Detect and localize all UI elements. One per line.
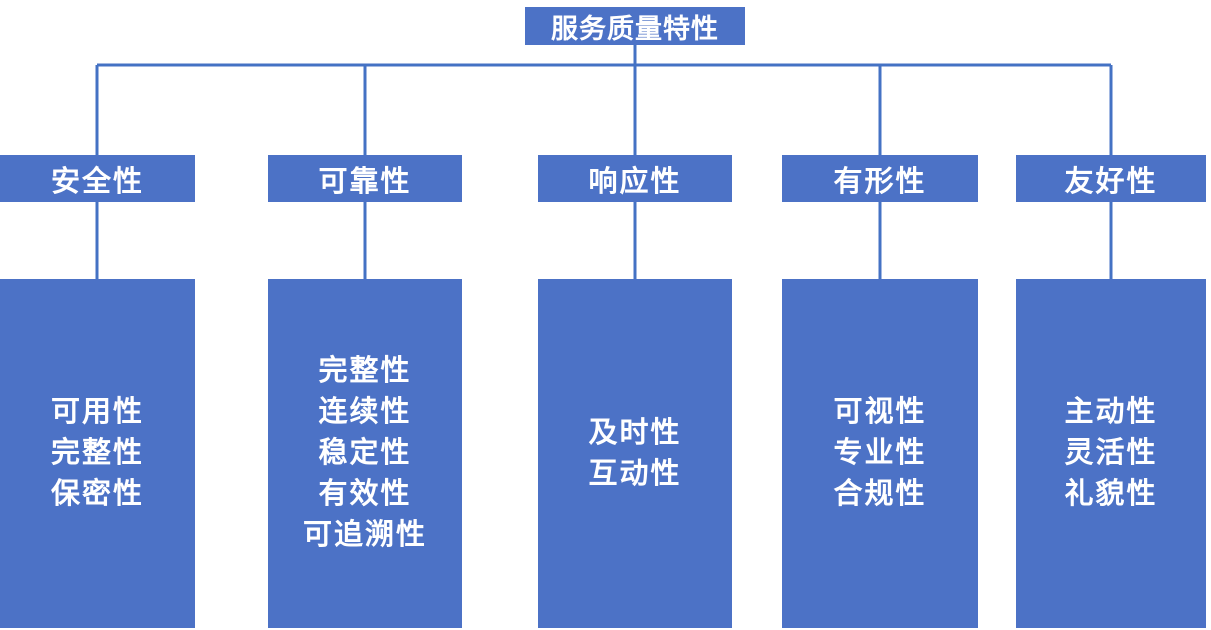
branch-header-2: 可靠性	[268, 155, 462, 202]
branch-items-box-5: 主动性 灵活性 礼貌性	[1016, 279, 1206, 628]
branch-items-box-3: 及时性 互动性	[538, 279, 732, 628]
branch-items-box-2: 完整性 连续性 稳定性 有效性 可追溯性	[268, 279, 462, 628]
branch-items-box-1: 可用性 完整性 保密性	[0, 279, 195, 628]
root-node: 服务质量特性	[525, 7, 745, 45]
branch-header-4: 有形性	[782, 155, 978, 202]
branch-items-box-4: 可视性 专业性 合规性	[782, 279, 978, 628]
branch-header-5: 友好性	[1016, 155, 1206, 202]
branch-header-3: 响应性	[538, 155, 732, 202]
branch-header-1: 安全性	[0, 155, 195, 202]
